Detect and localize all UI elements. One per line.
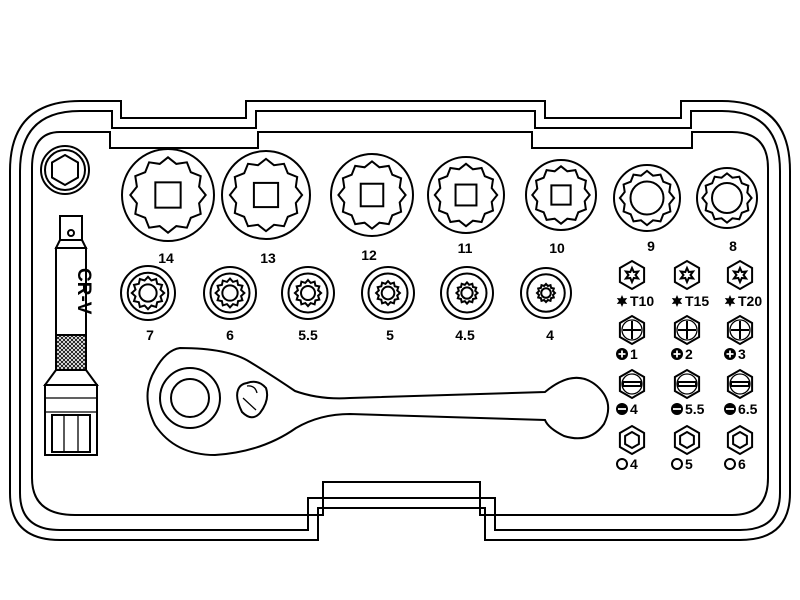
socket-label: 4	[546, 327, 554, 343]
bit-label: 1	[630, 346, 638, 362]
phillips-icon	[724, 348, 736, 360]
hex-bit-holder	[40, 145, 90, 195]
torx-icon	[724, 295, 736, 307]
socket-label: 5.5	[298, 327, 318, 343]
socket-9: 9	[613, 164, 681, 254]
socket-5.5: 5.5	[281, 266, 335, 343]
bit-hex-5: 5	[671, 424, 701, 472]
bit-slotted-6.5: 6.5	[724, 368, 758, 417]
bit-label: 6	[738, 456, 746, 472]
hex-icon	[671, 458, 683, 470]
bit-hex-6: 6	[724, 424, 754, 472]
case-outline	[9, 100, 791, 541]
bit-torx-T15: T15	[671, 259, 709, 309]
torx-icon	[616, 295, 628, 307]
bit-group: T10 T15 T20 1 2 3 4 5.5 6.5 4 5 6	[616, 259, 762, 472]
socket-8: 8	[696, 167, 758, 254]
bit-slotted-5.5: 5.5	[671, 368, 705, 417]
socket-label: 7	[146, 327, 154, 343]
ratchet-handle	[146, 346, 610, 457]
socket-4: 4	[520, 267, 572, 343]
socket-label: 11	[458, 240, 473, 256]
bit-label: 3	[738, 346, 746, 362]
socket-label: 8	[729, 238, 737, 254]
bit-label: T10	[630, 293, 654, 309]
bit-hex-4: 4	[616, 424, 646, 472]
bit-phillips-2: 2	[671, 314, 701, 362]
bit-phillips-1: 1	[616, 314, 646, 362]
bit-label: 5	[685, 456, 693, 472]
socket-13: 13	[221, 150, 311, 266]
socket-label: 4.5	[455, 327, 475, 343]
socket-12: 12	[330, 153, 414, 263]
socket-label: 6	[226, 327, 234, 343]
bit-label: 4	[630, 401, 638, 417]
extension-bar: CR-V	[43, 215, 99, 456]
socket-label: 10	[549, 240, 565, 256]
phillips-icon	[616, 348, 628, 360]
socket-label: 12	[361, 247, 377, 263]
bit-slotted-4: 4	[616, 368, 646, 417]
bit-phillips-3: 3	[724, 314, 754, 362]
torx-icon	[671, 295, 683, 307]
bit-torx-T20: T20	[724, 259, 762, 309]
socket-label: 5	[386, 327, 394, 343]
hex-icon	[616, 458, 628, 470]
bit-label: 2	[685, 346, 693, 362]
socket-label: 9	[647, 238, 655, 254]
socket-10: 10	[525, 159, 597, 256]
bit-label: 6.5	[738, 401, 758, 417]
socket-14: 14	[121, 148, 215, 266]
hex-icon	[724, 458, 736, 470]
slotted-icon	[671, 403, 683, 415]
brand-label: CR-V	[73, 268, 94, 315]
slotted-icon	[724, 403, 736, 415]
bit-label: T15	[685, 293, 709, 309]
socket-label: 14	[158, 250, 174, 266]
bit-label: 5.5	[685, 401, 705, 417]
socket-11: 11	[427, 156, 505, 256]
phillips-icon	[671, 348, 683, 360]
slotted-icon	[616, 403, 628, 415]
socket-7: 7	[120, 265, 176, 343]
bit-torx-T10: T10	[616, 259, 654, 309]
bit-label: 4	[630, 456, 638, 472]
socket-group: 14 13 12 11 10 9 8 7 6 5.5 5 4.5 4	[120, 148, 758, 343]
socket-4.5: 4.5	[440, 266, 494, 343]
socket-label: 13	[260, 250, 276, 266]
bit-label: T20	[738, 293, 762, 309]
socket-5: 5	[361, 266, 415, 343]
socket-6: 6	[203, 266, 257, 343]
